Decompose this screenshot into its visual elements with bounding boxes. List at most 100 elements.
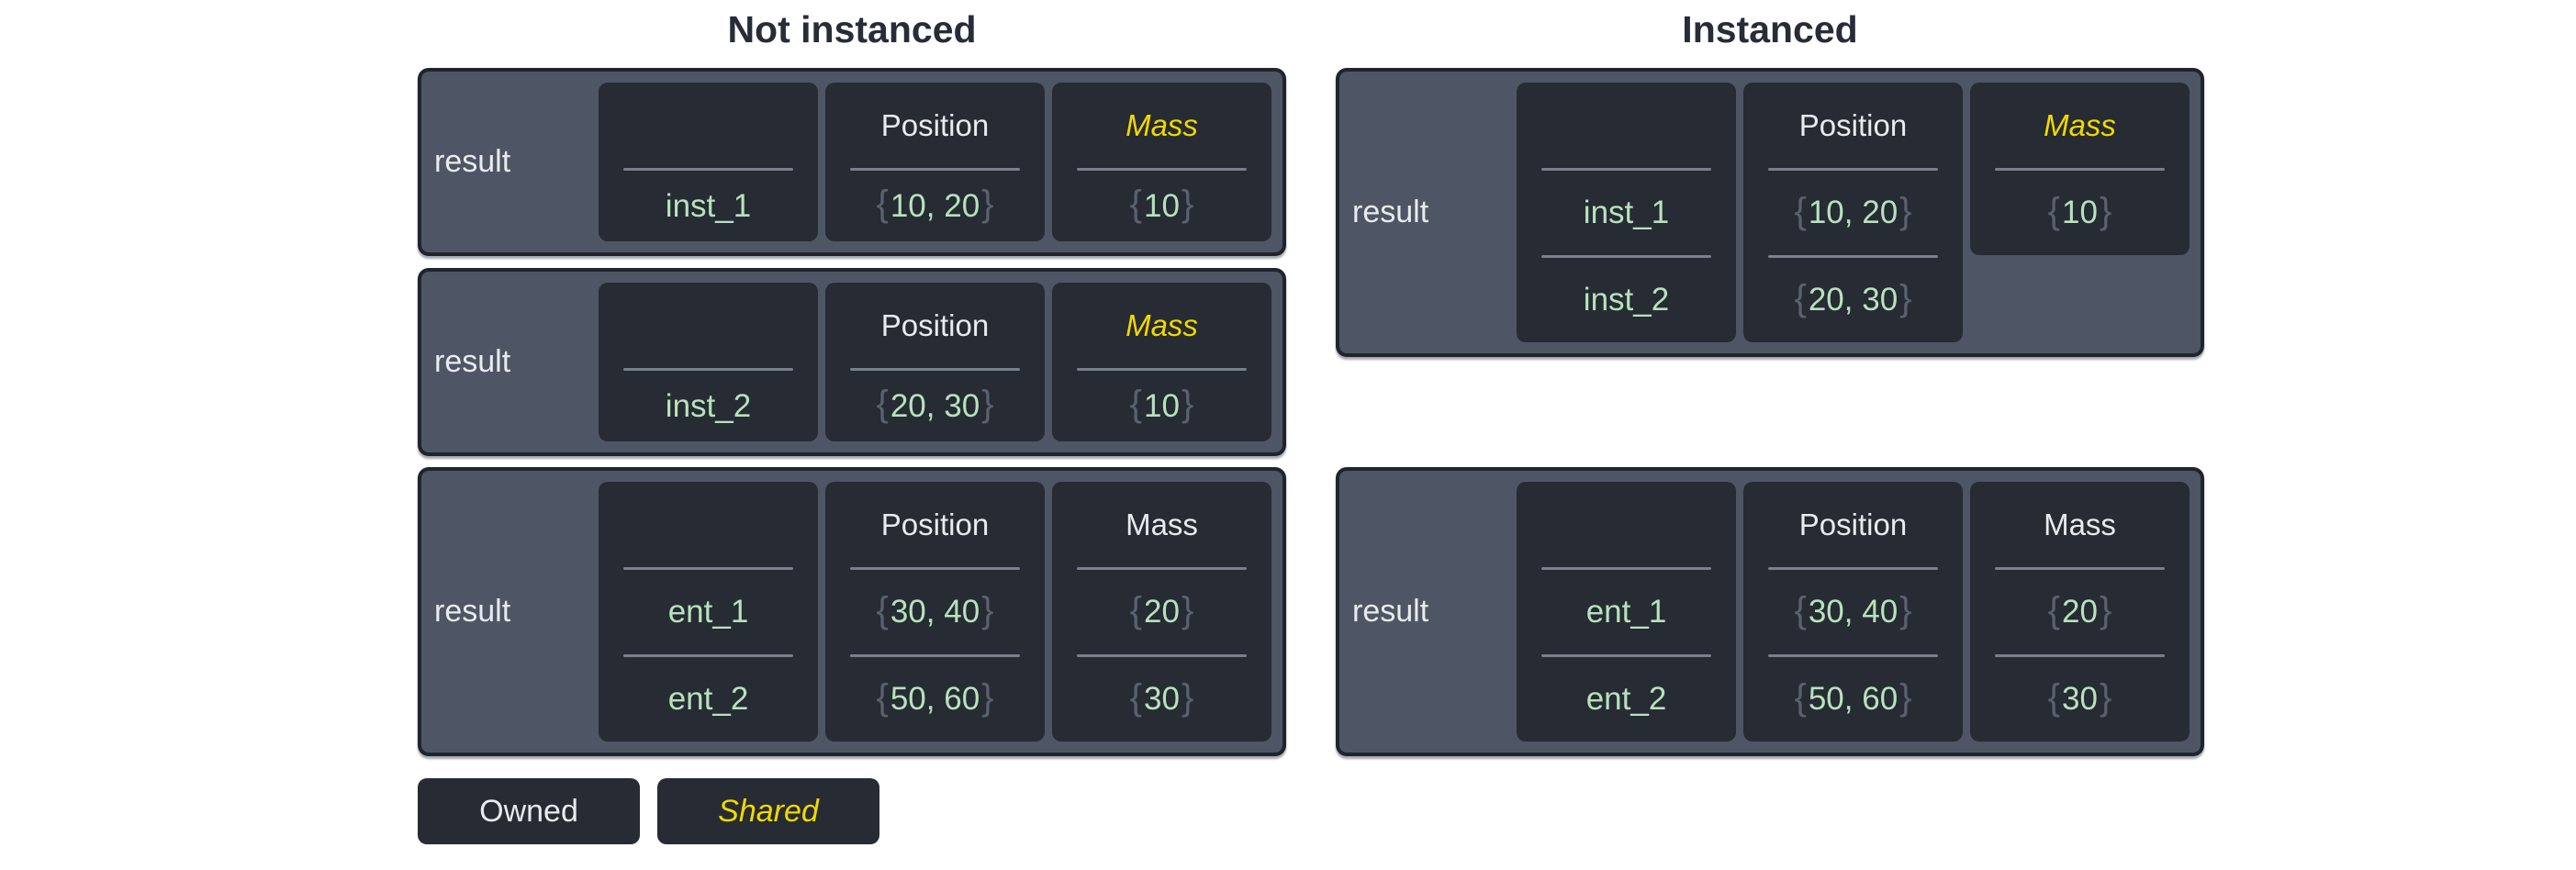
open-brace: { bbox=[876, 589, 889, 630]
component-value: {10, 20} bbox=[1743, 171, 1963, 255]
entity-name: inst_2 bbox=[1583, 282, 1670, 318]
row-divider bbox=[850, 567, 1020, 570]
value-text: 50, 60 bbox=[1808, 681, 1898, 717]
entity-column: ent_1 ent_2 bbox=[1517, 482, 1736, 742]
component-value: {20} bbox=[1970, 570, 2190, 654]
close-brace: } bbox=[2099, 589, 2112, 630]
row-divider bbox=[1541, 654, 1711, 657]
column-header: Mass bbox=[1126, 507, 1198, 541]
open-brace: { bbox=[2047, 676, 2061, 718]
entity-name: ent_1 bbox=[1585, 594, 1667, 630]
result-label: result bbox=[434, 144, 511, 179]
close-brace: } bbox=[1181, 184, 1194, 224]
column-header: Mass bbox=[2044, 507, 2116, 541]
row-divider bbox=[850, 168, 1020, 171]
query-result-table: result inst_2 Position {20, 30} Mass {10… bbox=[418, 268, 1286, 456]
mass-column-shared-short: Mass {10} bbox=[1970, 83, 2190, 255]
close-brace: } bbox=[1181, 384, 1194, 424]
value-text: 30 bbox=[2062, 681, 2098, 717]
close-brace: } bbox=[1899, 589, 1912, 630]
close-brace: } bbox=[1899, 277, 1912, 318]
value-text: 10 bbox=[1144, 187, 1180, 224]
entity-name: inst_2 bbox=[665, 387, 752, 424]
component-value: {30} bbox=[1052, 657, 1271, 742]
result-label: result bbox=[1352, 594, 1429, 629]
column-header: Position bbox=[1798, 107, 1908, 142]
component-value: {20} bbox=[1052, 570, 1271, 654]
value-text: 20, 30 bbox=[1808, 282, 1898, 318]
close-brace: } bbox=[981, 384, 994, 424]
table-cells: inst_1 Position {10, 20} Mass {10} bbox=[599, 72, 1282, 252]
mass-column: Mass {10} bbox=[1052, 83, 1271, 241]
mass-column: Mass {20} {30} bbox=[1970, 482, 2190, 742]
entity-name: inst_1 bbox=[1583, 195, 1670, 230]
open-brace: { bbox=[2047, 190, 2061, 231]
close-brace: } bbox=[1899, 676, 1912, 718]
value-text: 20 bbox=[1144, 594, 1180, 630]
value-text: 10 bbox=[1144, 387, 1180, 424]
row-divider bbox=[623, 567, 793, 570]
position-column: Position {10, 20} {20, 30} bbox=[1743, 83, 1963, 342]
close-brace: } bbox=[981, 676, 994, 718]
value-text: 30, 40 bbox=[1808, 594, 1898, 630]
row-divider bbox=[850, 654, 1020, 657]
component-value: {10, 20} bbox=[825, 171, 1045, 241]
query-result-table: result ent_1 ent_2 Position {30, 40} {50… bbox=[418, 467, 1286, 756]
row-divider bbox=[1077, 567, 1247, 570]
position-column: Position {20, 30} bbox=[825, 283, 1045, 441]
row-divider bbox=[1995, 654, 2165, 657]
open-brace: { bbox=[1794, 589, 1807, 630]
row-divider bbox=[1768, 567, 1938, 570]
result-label: result bbox=[434, 594, 511, 629]
entity-column: ent_1 ent_2 bbox=[599, 482, 818, 742]
entity-column: inst_2 bbox=[599, 283, 818, 441]
section-title: Instanced bbox=[1682, 8, 1858, 50]
entity-name: ent_2 bbox=[667, 681, 749, 717]
row-divider bbox=[1077, 654, 1247, 657]
value-text: 50, 60 bbox=[890, 681, 980, 717]
column-header: Position bbox=[880, 307, 990, 342]
open-brace: { bbox=[876, 384, 889, 424]
value-text: 20, 30 bbox=[890, 387, 980, 424]
close-brace: } bbox=[2099, 676, 2112, 718]
component-value: {10} bbox=[1052, 371, 1271, 441]
row-divider bbox=[1077, 168, 1247, 171]
component-value: {30, 40} bbox=[825, 570, 1045, 654]
column-header bbox=[599, 283, 818, 368]
entity-name: ent_1 bbox=[667, 594, 749, 630]
row-divider bbox=[623, 654, 793, 657]
query-result-table: result inst_1 Position {10, 20} Mass {10… bbox=[418, 68, 1286, 256]
close-brace: } bbox=[981, 184, 994, 224]
component-value: {50, 60} bbox=[1743, 657, 1963, 742]
row-divider bbox=[1995, 567, 2165, 570]
value-text: 30, 40 bbox=[890, 594, 980, 630]
table-cells: inst_1 inst_2 Position {10, 20} {20, 30}… bbox=[1517, 72, 2201, 353]
entity-name: ent_2 bbox=[1585, 681, 1667, 717]
result-label: result bbox=[434, 344, 511, 379]
row-divider bbox=[623, 168, 793, 171]
open-brace: { bbox=[1129, 384, 1143, 424]
component-value: {30} bbox=[1970, 657, 2190, 742]
row-divider bbox=[623, 368, 793, 371]
component-value: {10} bbox=[1052, 171, 1271, 241]
result-label: result bbox=[1352, 195, 1429, 229]
column-header: Mass bbox=[1126, 107, 1198, 142]
open-brace: { bbox=[876, 676, 889, 718]
column-header: Mass bbox=[2044, 107, 2116, 142]
value-text: 10, 20 bbox=[1808, 195, 1898, 230]
position-column: Position {30, 40} {50, 60} bbox=[825, 482, 1045, 742]
row-divider bbox=[850, 368, 1020, 371]
section-instanced: Instanced result inst_1 inst_2 Position … bbox=[1336, 0, 2204, 756]
column-header: Position bbox=[880, 507, 990, 541]
row-divider bbox=[1541, 255, 1711, 258]
value-text: 20 bbox=[2062, 594, 2098, 630]
column-header bbox=[1517, 83, 1736, 168]
open-brace: { bbox=[876, 184, 889, 224]
row-divider bbox=[1541, 567, 1711, 570]
component-value: {20, 30} bbox=[825, 371, 1045, 441]
open-brace: { bbox=[1794, 190, 1807, 231]
component-value: {50, 60} bbox=[825, 657, 1045, 742]
entity-column: inst_1 inst_2 bbox=[1517, 83, 1736, 342]
position-column: Position {30, 40} {50, 60} bbox=[1743, 482, 1963, 742]
